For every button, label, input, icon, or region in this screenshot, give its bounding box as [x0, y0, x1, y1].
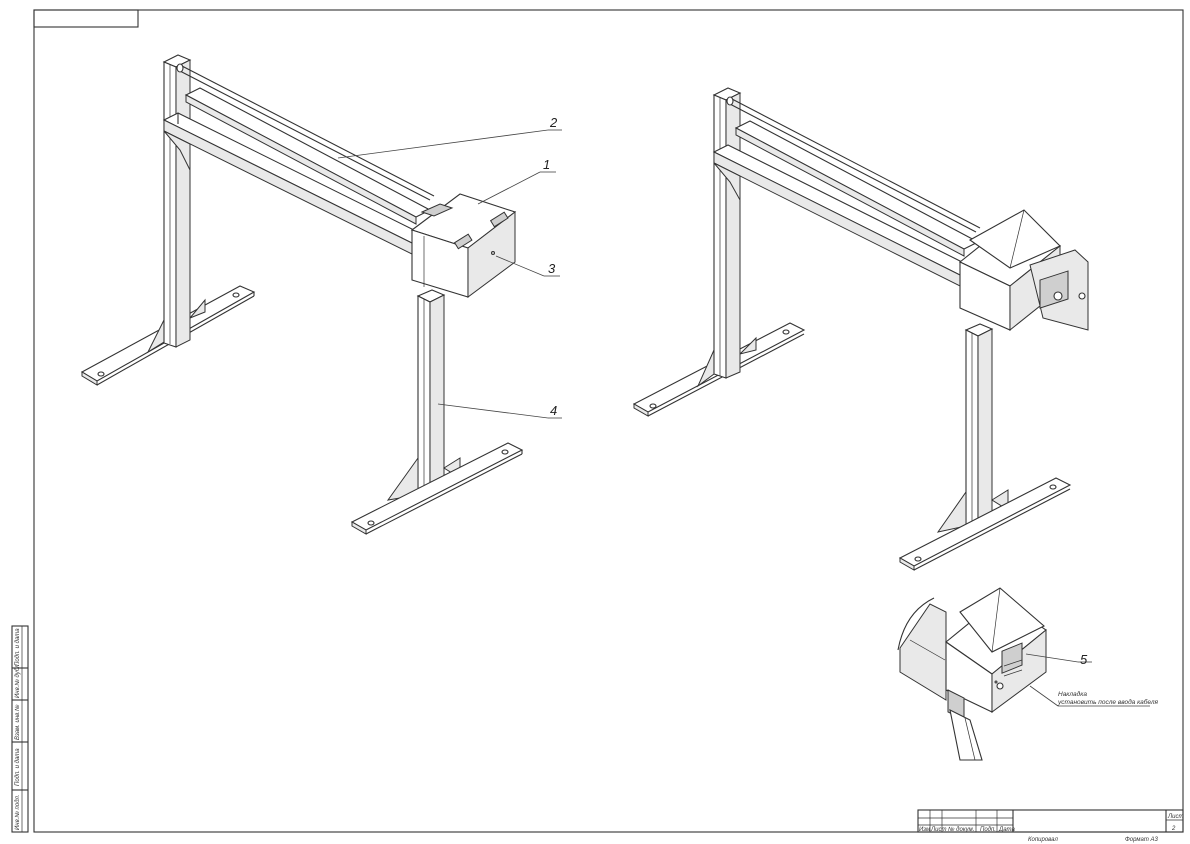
- callout-2: 2: [549, 115, 558, 130]
- callout-3: 3: [548, 261, 556, 276]
- right-foot-plate: [350, 442, 524, 535]
- right-post: [386, 289, 461, 501]
- tb-data: Дата: [998, 827, 1015, 833]
- tb-sheet-label: Лист: [1167, 814, 1183, 820]
- tb-format: Формат А3: [1125, 837, 1158, 843]
- tb-sheet-number: 2: [1171, 826, 1176, 832]
- callout-5: 5: [1080, 652, 1088, 667]
- title-block: Изм Лист № докум. Подп. Дата Лист 2 Копи…: [917, 809, 1184, 843]
- note-line-2: установить после ввода кабеля: [1057, 698, 1159, 706]
- detail-view: [897, 587, 1150, 761]
- right-post: [936, 323, 1009, 533]
- guide-rails: [176, 63, 435, 225]
- left-isometric-view: 2 1 3 4: [80, 54, 562, 535]
- callout-4: 4: [550, 403, 557, 418]
- stamp-inv-dubl: Инв.№ дубл.: [14, 663, 21, 698]
- right-isometric-view: [632, 87, 1089, 571]
- stamp-vzam-inv: Взам. инв.№: [14, 704, 21, 740]
- tb-list: Лист: [930, 827, 946, 833]
- callout-1: 1: [543, 157, 550, 172]
- junction-box: [410, 193, 517, 298]
- stamp-podp-data-2: Подп. и дата: [15, 628, 21, 666]
- opened-junction-box: [958, 209, 1089, 332]
- note-line-1: Накладка: [1058, 690, 1087, 698]
- drawing-frame: [33, 9, 1184, 833]
- stamp-inv-podl: Инв.№ подл.: [14, 794, 21, 830]
- stamp-podp-data-1: Подп. и дата: [15, 748, 21, 786]
- leaders-left: [337, 129, 562, 419]
- tb-izm: Изм: [919, 827, 930, 833]
- tb-doc: № докум.: [948, 826, 974, 833]
- right-foot-plate: [898, 477, 1072, 571]
- side-stamp: Инв.№ подл. Подп. и дата Взам. инв.№ Инв…: [11, 625, 29, 833]
- main-beam: [162, 112, 432, 257]
- tb-podp: Подп.: [980, 827, 996, 833]
- main-beam: [712, 144, 980, 289]
- tb-copied: Копировал: [1028, 837, 1058, 843]
